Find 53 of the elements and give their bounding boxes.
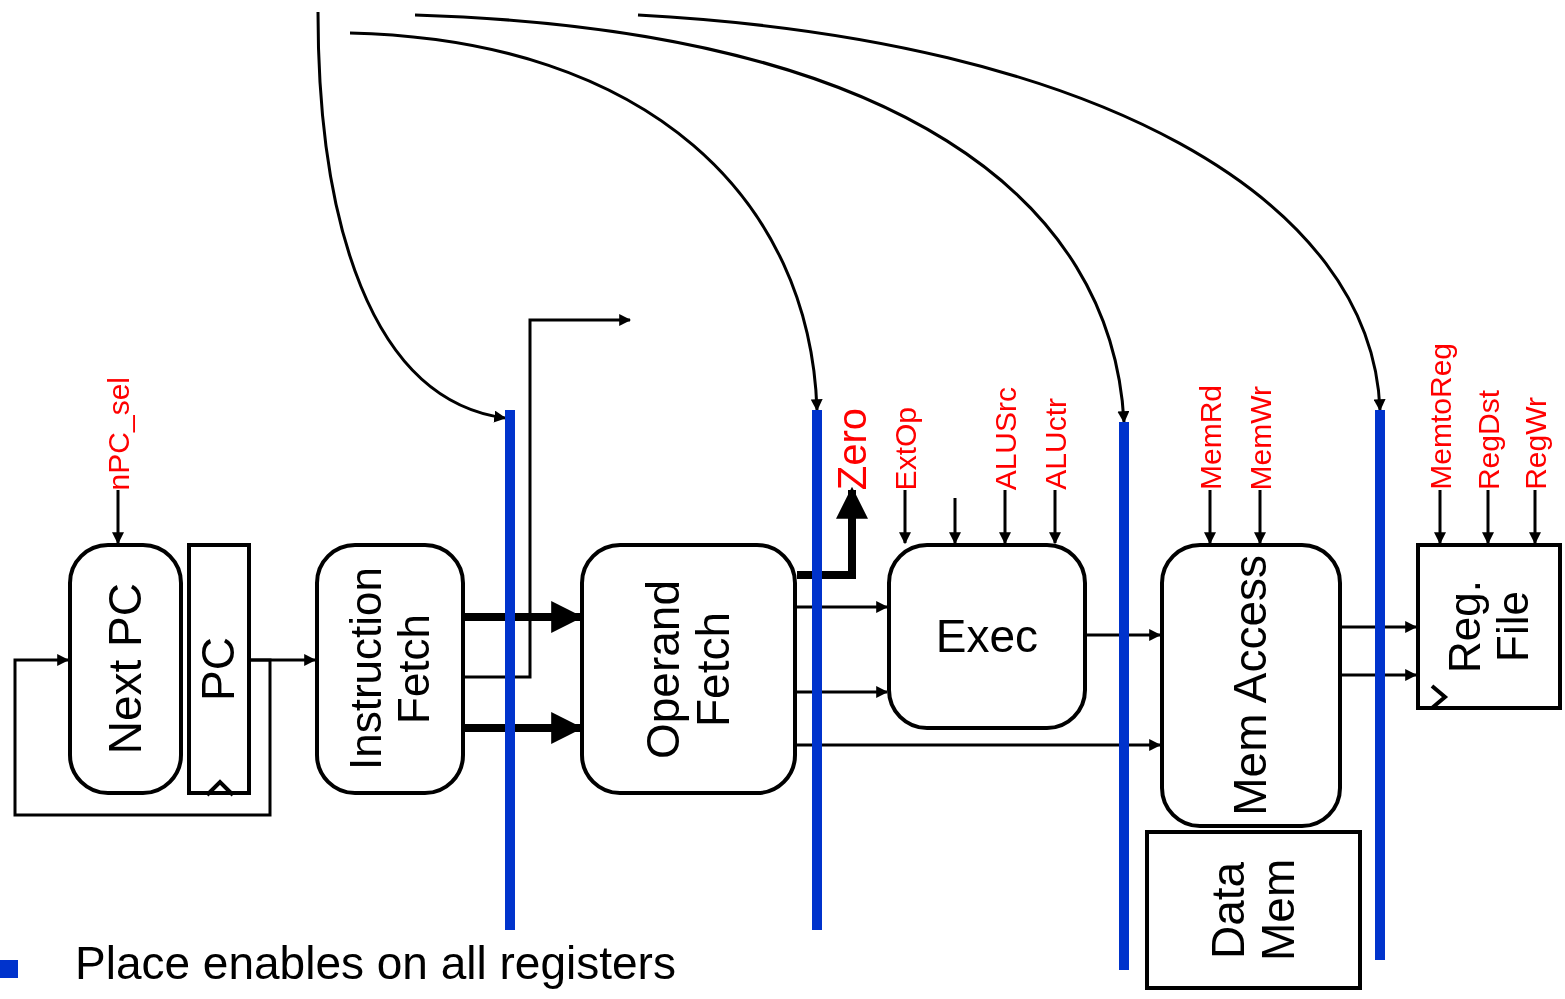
arrow (1529, 490, 1541, 545)
stage-box (887, 543, 1087, 730)
box-label: Operand Fetch (638, 578, 739, 761)
arrow (797, 601, 889, 613)
box-label: Next PC (100, 583, 151, 755)
arrow (797, 686, 889, 698)
arrow (797, 739, 1162, 751)
arrow (1049, 490, 1061, 545)
control-signal-label: RegWr (1518, 397, 1552, 490)
box-label: Reg. File (1441, 579, 1537, 675)
box-label: Exec (935, 611, 1039, 662)
curved-arrow (316, 11, 507, 422)
control-signal-label: ALUctr (1038, 398, 1072, 490)
control-signal-label: ALUSrc (988, 386, 1022, 490)
box-label: Mem Access (1226, 555, 1276, 816)
pipeline-register-bar (1375, 410, 1385, 960)
arrow (465, 314, 632, 679)
stage-box (1160, 543, 1342, 828)
register-box (187, 543, 251, 795)
arrow (112, 490, 124, 545)
control-signal-label: MemRd (1193, 385, 1227, 490)
control-signal-label: ExtOp (888, 406, 922, 490)
arrow (1254, 490, 1266, 545)
control-signal-label: nPC_sel (101, 376, 135, 490)
arrow (1087, 629, 1162, 641)
arrow (949, 498, 961, 545)
stage-box (68, 543, 183, 795)
arrow (1342, 621, 1418, 633)
control-signal-label: MemWr (1243, 385, 1277, 490)
pipeline-register-bar (505, 410, 515, 930)
stage-box (315, 543, 465, 795)
box-label: Instruction Fetch (342, 566, 438, 773)
note-text: Place enables on all registers (75, 938, 676, 989)
curved-arrow (349, 31, 822, 412)
arrow (1204, 490, 1216, 545)
pipeline-register-bar (1119, 422, 1129, 970)
control-signal-label: Zero (830, 407, 874, 490)
arrow (1342, 669, 1418, 681)
stage-box (580, 543, 797, 795)
control-signal-label: MemtoReg (1423, 343, 1457, 490)
arrow (899, 490, 911, 545)
curved-arrow (637, 13, 1385, 412)
arrow (1482, 490, 1494, 545)
control-signal-label: RegDst (1471, 389, 1505, 490)
pipeline-register-bar (812, 410, 822, 930)
curved-arrow (414, 13, 1129, 424)
arrow (999, 490, 1011, 545)
box-label: Data Mem (1203, 857, 1304, 964)
register-box (1416, 543, 1562, 710)
arrow (13, 654, 272, 817)
register-box (1145, 830, 1362, 990)
arrow (1434, 490, 1446, 545)
box-label: PC (194, 637, 244, 701)
